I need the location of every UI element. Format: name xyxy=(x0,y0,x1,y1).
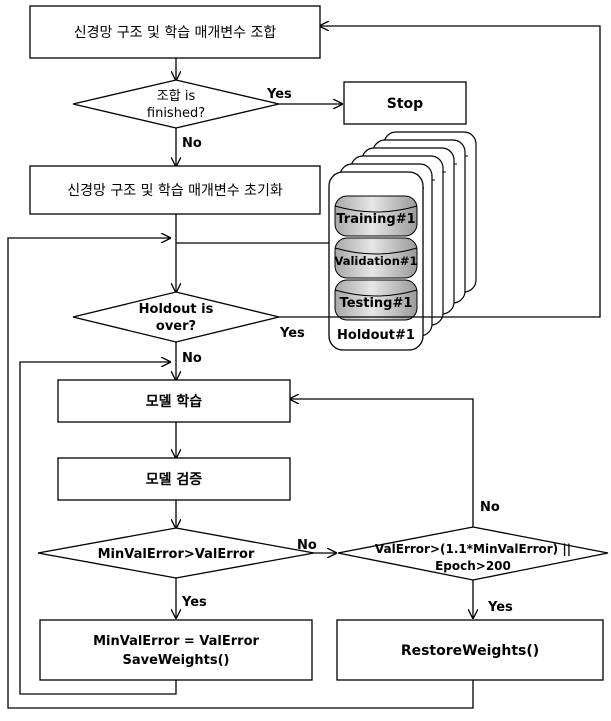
stop-label: Stop xyxy=(387,96,423,112)
edge-holdout-yes xyxy=(279,26,601,318)
holdout-no-label: No xyxy=(182,351,202,366)
save-line1: MinValError = ValError xyxy=(93,634,259,649)
restore-label: RestoreWeights() xyxy=(401,643,539,659)
testing-disk xyxy=(334,279,418,321)
holdout-card-front: Training#1 Validation#1 Testing#1 Holdou… xyxy=(328,171,424,351)
node-train: 모델 학습 xyxy=(57,379,291,423)
validation-disk xyxy=(334,237,418,279)
training-disk xyxy=(334,195,418,237)
node-stop-decision: ValError>(1.1*MinValError) || Epoch>200 xyxy=(337,526,609,581)
edge-labels: Yes No Yes No Yes No Yes No xyxy=(181,87,513,615)
train-label: 모델 학습 xyxy=(146,394,203,410)
stop-q-line2: Epoch>200 xyxy=(435,559,511,573)
validate-label: 모델 검증 xyxy=(146,471,203,488)
holdout-stack: Training#1 Validation#1 Testing#1 Holdou… xyxy=(328,131,477,351)
done-no-label: No xyxy=(182,136,202,151)
validation-label: Validation#1 xyxy=(334,254,417,268)
combo-label: 신경망 구조 및 학습 매개변수 조합 xyxy=(74,25,277,41)
edge-restore-loop xyxy=(7,238,474,709)
done-yes-label: Yes xyxy=(266,87,292,102)
stop-yes-label: Yes xyxy=(487,600,513,615)
testing-label: Testing#1 xyxy=(340,296,413,311)
training-label: Training#1 xyxy=(336,212,415,227)
node-combo: 신경망 구조 및 학습 매개변수 조합 xyxy=(29,5,321,59)
save-line2: SaveWeights() xyxy=(123,653,230,668)
holdout-yes-label: Yes xyxy=(279,326,305,341)
node-cmp-decision: MinValError>ValError xyxy=(37,527,315,579)
connectors xyxy=(7,26,601,709)
node-save: MinValError = ValError SaveWeights() xyxy=(39,619,313,681)
cmp-yes-label: Yes xyxy=(181,595,207,610)
stop-q-line1: ValError>(1.1*MinValError) || xyxy=(375,542,571,556)
holdout-caption: Holdout#1 xyxy=(337,328,415,343)
node-holdout-decision: Holdout is over? xyxy=(72,291,280,343)
node-restore: RestoreWeights() xyxy=(336,619,604,681)
stop-no-label: No xyxy=(480,500,500,515)
node-stop: Stop xyxy=(343,81,467,125)
init-label: 신경망 구조 및 학습 매개변수 초기화 xyxy=(67,183,283,199)
holdout-q-line2: over? xyxy=(156,319,196,334)
node-validate: 모델 검증 xyxy=(57,457,291,501)
edge-stop-no xyxy=(290,399,474,527)
cmp-q-label: MinValError>ValError xyxy=(98,547,255,562)
done-q-line1: 조합 is xyxy=(157,89,196,104)
done-q-line2: finished? xyxy=(147,106,205,121)
edge-save-loop xyxy=(19,362,177,695)
cmp-no-label: No xyxy=(297,538,317,553)
node-done-decision: 조합 is finished? xyxy=(72,79,280,129)
node-init: 신경망 구조 및 학습 매개변수 초기화 xyxy=(29,165,321,215)
holdout-q-line1: Holdout is xyxy=(139,302,214,317)
